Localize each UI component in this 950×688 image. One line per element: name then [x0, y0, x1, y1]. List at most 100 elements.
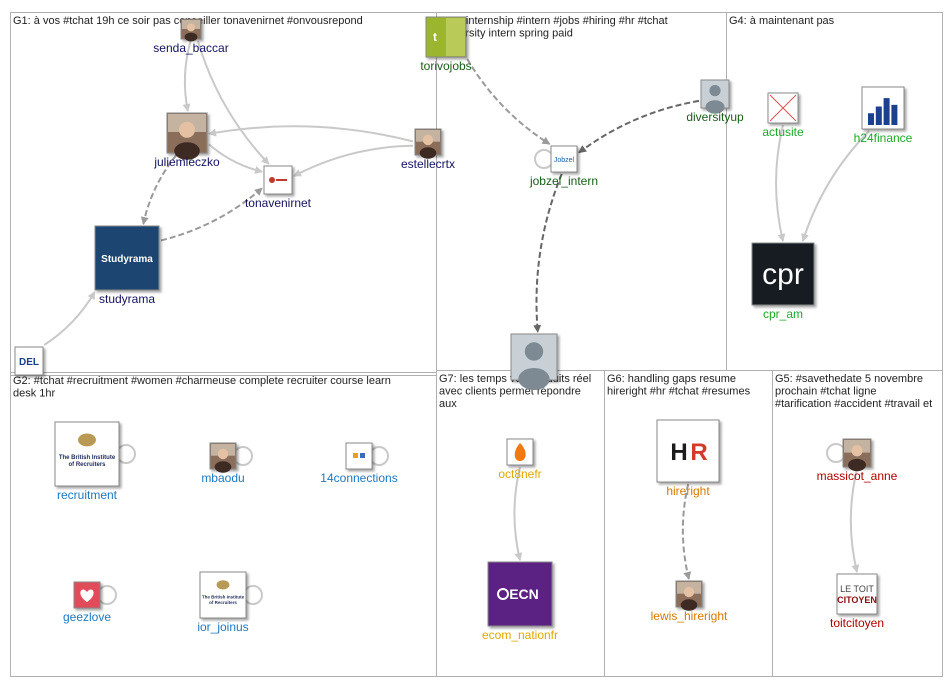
group-title-g6: hireright #hr #tchat #resumes [607, 386, 751, 398]
person-avatar-icon [209, 442, 237, 473]
person-avatar-icon [180, 18, 202, 42]
node-label-tonavenirnet: tonavenirnet [245, 196, 312, 210]
edge-senda_baccar-juliemleczko [182, 40, 192, 112]
group-box-g4 [726, 12, 943, 371]
svg-text:of Recruiters: of Recruiters [209, 600, 237, 605]
heart-icon [73, 581, 101, 609]
person-avatar-icon [842, 438, 872, 472]
node-label-jobzel_intern: jobzel_intern [529, 174, 598, 188]
group-title-g5: G5: #savethedate 5 novembre [775, 373, 923, 385]
jobzel-logo-icon: Jobzel [550, 145, 578, 173]
self-loop-ior_joinus [243, 585, 263, 605]
node-oct8nefr[interactable] [506, 438, 534, 466]
svg-text:The British Institute: The British Institute [59, 455, 116, 461]
node-studyrama[interactable]: Studyrama [94, 225, 160, 291]
group-box-g6 [604, 370, 773, 677]
svg-text:of Recruiters: of Recruiters [68, 462, 106, 468]
edge-juliemleczko-studyrama [140, 154, 178, 225]
group-title-g6: G6: handling gaps resume [607, 373, 736, 385]
node-label-lewis_hireright: lewis_hireright [651, 609, 728, 623]
h24-logo-icon [861, 86, 905, 130]
node-label-geezlove: geezlove [63, 610, 111, 624]
svg-text:Jobzel: Jobzel [554, 157, 575, 164]
node-diversityup[interactable] [700, 79, 730, 114]
group-title-g3: G3: #internship #intern #jobs #hiring #h… [439, 15, 668, 27]
person-avatar-icon [414, 128, 442, 159]
default-avatar-icon [700, 79, 730, 114]
node-label-mbaodu: mbaodu [201, 471, 244, 485]
group-title-g4: G4: à maintenant pas [729, 15, 835, 27]
node-label-14connections: 14connections [320, 471, 397, 485]
svg-text:Studyrama: Studyrama [101, 254, 153, 265]
node-geezlove[interactable] [73, 581, 101, 609]
node-ecom_nationfr[interactable]: ECN [487, 561, 553, 627]
node-label-massicot_anne: massicot_anne [817, 469, 898, 483]
edge-estellecrtx-juliemleczko [208, 125, 414, 143]
broken-image-icon [767, 92, 799, 124]
node-tonavenirnet[interactable] [263, 165, 293, 195]
node-label-senda_baccar: senda_baccar [153, 41, 228, 55]
tonavenir-logo-icon [263, 165, 293, 195]
group-title-g7: avec clients permet répondre [439, 386, 581, 398]
node-juliemleczko[interactable] [166, 112, 208, 160]
edge-diversityup-jobzel_intern [578, 99, 700, 154]
group-title-g5: prochain #tchat ligne [775, 386, 877, 398]
node-massicot_anne[interactable] [842, 438, 872, 472]
studyrama-logo-icon: Studyrama [94, 225, 160, 291]
group-title-g5: #tarification #accident #travail et [775, 398, 932, 410]
node-g3_unknown[interactable] [510, 333, 558, 391]
node-mbaodu[interactable] [209, 442, 237, 473]
group-title-g2: desk 1hr [13, 388, 56, 400]
node-label-h24finance: h24finance [854, 131, 913, 145]
node-senda_baccar[interactable] [180, 18, 202, 42]
cpr-logo-icon: cpr [751, 242, 815, 306]
svg-text:H: H [670, 439, 687, 466]
node-del[interactable]: DEL [14, 346, 44, 376]
self-loop-recruitment [116, 444, 136, 464]
torivo-logo-icon: t [425, 16, 467, 58]
node-label-diversityup: diversityup [686, 110, 744, 124]
ecn-logo-icon: ECN [487, 561, 553, 627]
node-h24finance[interactable] [861, 86, 905, 130]
svg-text:DEL: DEL [19, 357, 39, 368]
node-cpr_am[interactable]: cpr [751, 242, 815, 306]
edge-jobzel_intern-g3_unknown [533, 173, 563, 333]
svg-text:LE TOIT: LE TOIT [840, 584, 874, 594]
node-jobzel_intern[interactable]: Jobzel [550, 145, 578, 173]
node-label-oct8nefr: oct8nefr [498, 467, 541, 481]
group-title-g2: G2: #tchat #recruitment #women #charmeus… [13, 375, 391, 387]
node-actusite[interactable] [767, 92, 799, 124]
node-torivojobs[interactable]: t [425, 16, 467, 58]
svg-text:cpr: cpr [762, 258, 804, 291]
node-label-cpr_am: cpr_am [763, 307, 803, 321]
self-loop-geezlove [97, 585, 117, 605]
node-14connections[interactable] [345, 442, 373, 470]
node-lewis_hireright[interactable] [675, 580, 703, 611]
self-loop-mbaodu [233, 446, 253, 466]
group-box-g3 [436, 12, 727, 371]
self-loop-massicot_anne [826, 443, 846, 463]
group-title-g7: aux [439, 398, 457, 410]
svg-text:t: t [433, 30, 437, 44]
connections-logo-icon [345, 442, 373, 470]
edge-estellecrtx-tonavenirnet [293, 144, 414, 177]
group-title-g3: #diversity intern spring paid [439, 28, 573, 40]
edge-actusite-cpr_am [775, 124, 786, 242]
person-avatar-icon [675, 580, 703, 611]
edge-studyrama-tonavenirnet [160, 187, 263, 242]
node-label-juliemleczko: juliemleczko [153, 155, 220, 169]
edge-massicot_anne-toitcitoyen [849, 468, 860, 573]
default-avatar-icon [510, 333, 558, 391]
svg-text:The British Institute: The British Institute [202, 595, 245, 600]
edge-juliemleczko-tonavenirnet [208, 143, 263, 174]
node-label-recruitment: recruitment [57, 488, 118, 502]
node-estellecrtx[interactable] [414, 128, 442, 159]
del-logo-icon: DEL [14, 346, 44, 376]
self-loop-14connections [369, 446, 389, 466]
